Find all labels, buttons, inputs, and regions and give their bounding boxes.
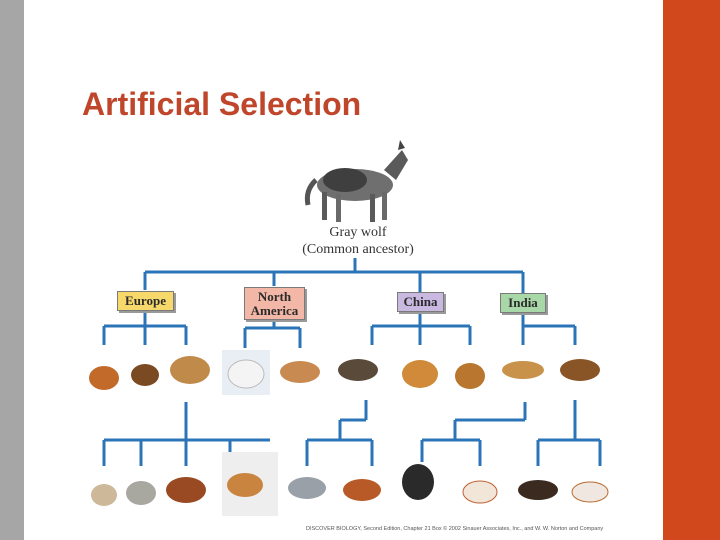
region-label-europe: Europe xyxy=(117,291,174,311)
region-label-china: China xyxy=(397,292,444,312)
region-label-india: India xyxy=(500,293,546,313)
tree-lines xyxy=(102,258,602,466)
dog-images-row-2 xyxy=(91,452,609,516)
image-credit: DISCOVER BIOLOGY, Second Edition, Chapte… xyxy=(306,526,604,532)
left-gray-bar xyxy=(0,0,24,540)
region-label-north-america: North America xyxy=(244,287,305,320)
ancestor-name: Gray wolf xyxy=(329,225,386,240)
ancestor-note: (Common ancestor) xyxy=(302,242,414,257)
right-accent-bar xyxy=(663,0,720,540)
slide-title: Artificial Selection xyxy=(82,86,362,122)
dog-images-row-1 xyxy=(89,350,600,395)
gray-wolf-image xyxy=(304,140,408,222)
